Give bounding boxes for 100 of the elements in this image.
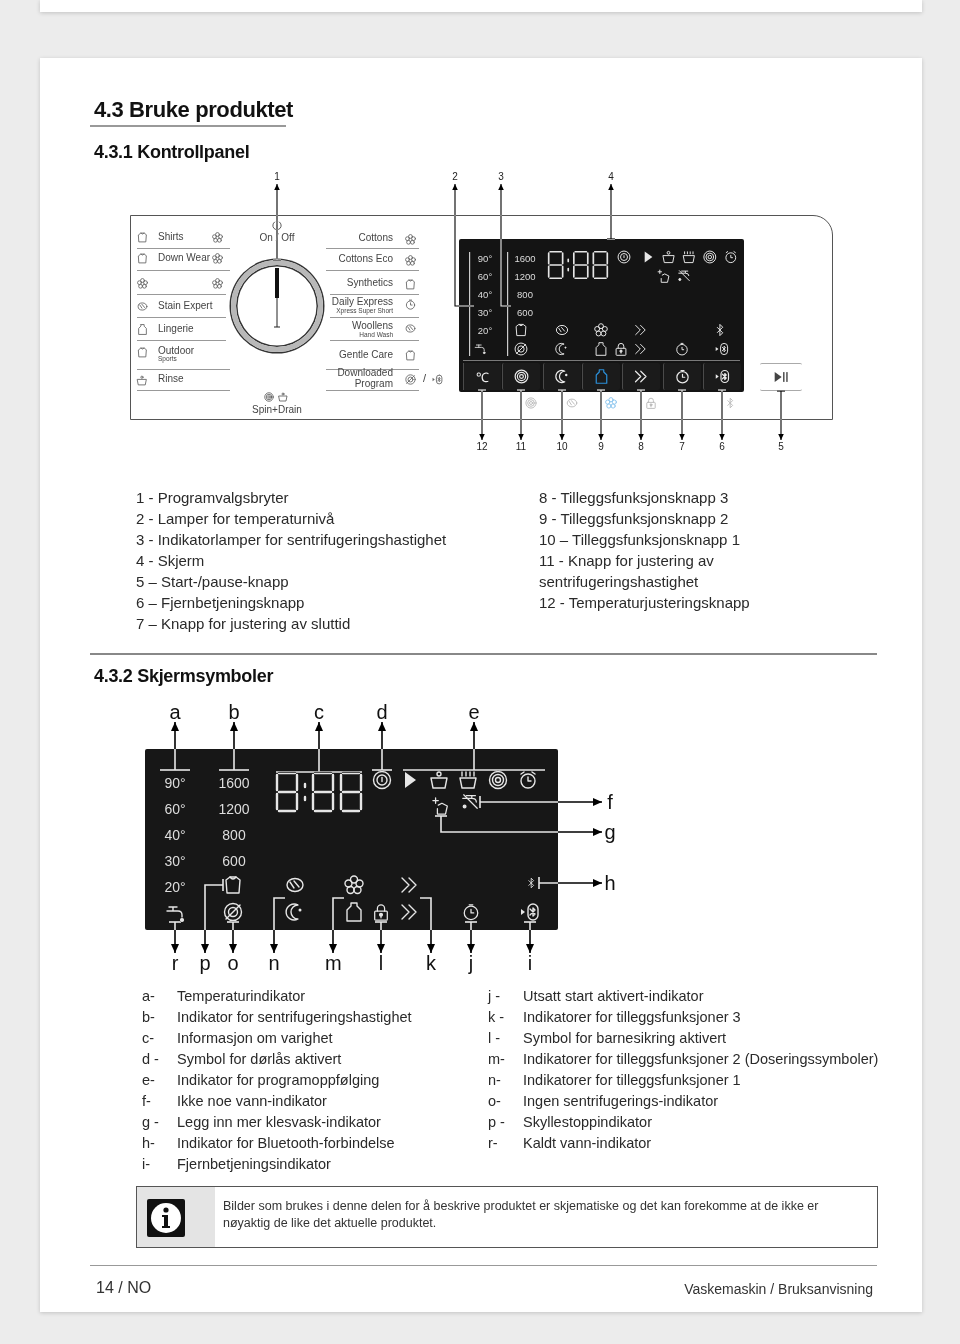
callout-letter: b bbox=[226, 702, 242, 722]
callout-arrow bbox=[479, 795, 603, 809]
description-text: Symbol for barnesikring aktivert bbox=[523, 1029, 728, 1048]
callout-arrow bbox=[159, 721, 191, 771]
list-marker: l - bbox=[488, 1029, 502, 1048]
description-text: Ingen sentrifugerings-indikator bbox=[523, 1092, 720, 1111]
callout-letter: n bbox=[266, 953, 282, 973]
callout-number: 6 bbox=[713, 440, 731, 454]
callout-arrow bbox=[717, 389, 727, 441]
door-lock-icon bbox=[372, 770, 392, 790]
callout-arrow bbox=[371, 721, 393, 771]
list-marker: k - bbox=[488, 1008, 506, 1027]
lamp-label: 800 bbox=[516, 288, 534, 302]
list-item: 6 – Fjernbetjeningsknapp bbox=[136, 593, 306, 613]
list-item: 8 - Tilleggsfunksjonsknapp 3 bbox=[539, 488, 730, 508]
lamp-label: 60° bbox=[476, 270, 494, 284]
function-button bbox=[582, 363, 620, 390]
callout-arrow bbox=[374, 921, 388, 954]
callout-arrow bbox=[636, 389, 646, 441]
lamp-label: 600 bbox=[221, 852, 247, 871]
callout-letter: k bbox=[423, 953, 439, 973]
function-button bbox=[543, 363, 581, 390]
list-marker: r- bbox=[488, 1134, 499, 1153]
list-item: 11 - Knapp for justering av sentrifugeringshastighet bbox=[539, 551, 715, 592]
remote-control-button bbox=[703, 363, 741, 390]
list-item: 12 - Temperaturjusteringsknapp bbox=[539, 593, 751, 613]
list-item: 4 - Skjerm bbox=[136, 551, 206, 571]
list-marker: d - bbox=[142, 1050, 160, 1069]
callout-arrow bbox=[516, 389, 526, 441]
dosing-icons-drawing bbox=[344, 875, 364, 922]
callout-number: 12 bbox=[473, 440, 491, 454]
callout-arrow bbox=[329, 897, 345, 954]
callout-arrow bbox=[270, 897, 286, 954]
callout-arrow bbox=[275, 721, 363, 773]
temperature-button: ℃ bbox=[463, 363, 501, 390]
callout-arrow bbox=[201, 878, 224, 954]
section-heading: 4.3.1 Kontrollpanel bbox=[94, 142, 250, 163]
list-item: 3 - Indikatorlamper for sentrifugeringshastighet bbox=[136, 530, 448, 550]
callout-arrow bbox=[498, 183, 512, 307]
callout-arrow bbox=[538, 876, 603, 890]
callout-letter: r bbox=[167, 953, 183, 973]
callout-arrow bbox=[477, 389, 487, 441]
callout-letter: j bbox=[463, 953, 479, 973]
lamp-label: 90° bbox=[476, 252, 494, 266]
description-text: Informasjon om varighet bbox=[177, 1029, 334, 1048]
description-text: Indikatorer for tilleggsfunksjoner 1 bbox=[523, 1071, 742, 1090]
program-label: Stain Expert bbox=[158, 301, 213, 312]
callout-arrow bbox=[464, 921, 478, 954]
list-item: 1 - Programvalgsbryter bbox=[136, 488, 290, 508]
callout-letter: g bbox=[602, 822, 618, 842]
slash-text: / bbox=[423, 373, 427, 385]
description-text: Indikator for Bluetooth-forbindelse bbox=[177, 1134, 396, 1153]
description-text: Temperaturindikator bbox=[177, 987, 307, 1006]
no-water-icon bbox=[460, 793, 480, 811]
list-marker: o- bbox=[488, 1092, 502, 1111]
callout-arrow bbox=[419, 897, 435, 954]
display-panel bbox=[145, 749, 558, 930]
timer-icon bbox=[462, 902, 480, 922]
description-text: Indikator for sentrifugeringshastighet bbox=[177, 1008, 412, 1027]
callout-number: 8 bbox=[632, 440, 650, 454]
list-marker: i- bbox=[142, 1155, 152, 1174]
program-label: Gentle Care bbox=[339, 350, 393, 361]
callout-letter: l bbox=[373, 953, 389, 973]
callout-number: 1 bbox=[268, 170, 286, 184]
callout-letter: p bbox=[197, 953, 213, 973]
description-text: Utsatt start aktivert-indikator bbox=[523, 987, 705, 1006]
program-label: On / Off bbox=[258, 233, 296, 244]
description-text: Kaldt vann-indikator bbox=[523, 1134, 653, 1153]
list-marker: n- bbox=[488, 1071, 502, 1090]
section-heading: 4.3.2 Skjermsymboler bbox=[94, 666, 274, 687]
callout-number: 4 bbox=[602, 170, 620, 184]
description-text: Symbol for dørlås aktivert bbox=[177, 1050, 343, 1069]
program-label: Lingerie bbox=[158, 324, 194, 335]
program-label: Woollens bbox=[352, 321, 393, 332]
description-text: Ikke noe vann-indikator bbox=[177, 1092, 328, 1111]
lamp-label: 1600 bbox=[217, 774, 251, 793]
lamp-label: 90° bbox=[163, 774, 187, 793]
callout-arrow bbox=[452, 183, 475, 307]
program-label: Outdoor bbox=[158, 346, 195, 356]
lamp-label: 1600 bbox=[513, 252, 537, 266]
callout-number: 10 bbox=[553, 440, 571, 454]
callout-letter: h bbox=[602, 873, 618, 893]
callout-letter: o bbox=[225, 953, 241, 973]
list-marker: a- bbox=[142, 987, 156, 1006]
list-marker: g - bbox=[142, 1113, 160, 1132]
function-button bbox=[622, 363, 660, 390]
callout-number: 3 bbox=[492, 170, 510, 184]
program-label: Downloaded Program bbox=[336, 368, 393, 389]
description-text: Legg inn mer klesvask-indikator bbox=[177, 1113, 382, 1132]
list-item: 7 – Knapp for justering av sluttid bbox=[136, 614, 352, 634]
callout-arrow bbox=[523, 921, 537, 954]
list-marker: p - bbox=[488, 1113, 506, 1132]
description-text: Indikatorer for tilleggsfunksjoner 2 (Doseringssymboler) bbox=[523, 1050, 879, 1069]
rinse-hold-icon bbox=[223, 875, 243, 895]
lamp-label: 60° bbox=[163, 800, 187, 819]
display-panel bbox=[459, 239, 744, 392]
list-marker: c- bbox=[142, 1029, 156, 1048]
program-label: Synthetics bbox=[346, 278, 393, 289]
callout-arrow bbox=[557, 389, 567, 441]
digit-display-drawing bbox=[276, 772, 362, 812]
